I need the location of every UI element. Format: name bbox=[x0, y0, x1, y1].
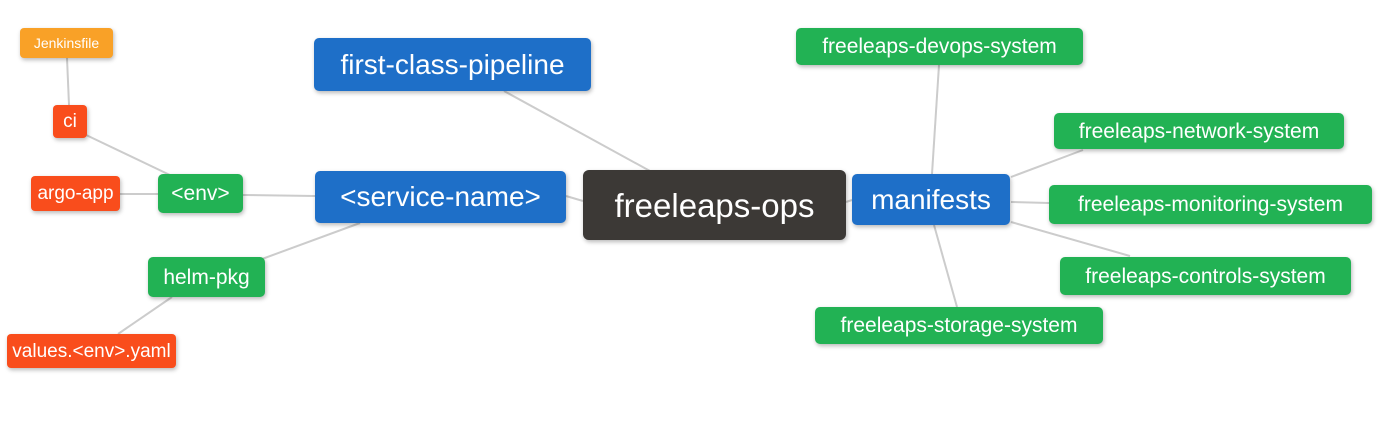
node-controls-system[interactable]: freeleaps-controls-system bbox=[1060, 257, 1351, 295]
node-jenkinsfile[interactable]: Jenkinsfile bbox=[20, 28, 113, 58]
edge-manifests-devops bbox=[931, 64, 940, 175]
edge-pipeline-root bbox=[503, 90, 651, 172]
node-service-name[interactable]: <service-name> bbox=[315, 171, 566, 223]
node-ci[interactable]: ci bbox=[53, 105, 87, 138]
edge-service-name-root bbox=[565, 195, 584, 202]
node-monitoring-system[interactable]: freeleaps-monitoring-system bbox=[1049, 185, 1372, 224]
edge-jenkinsfile-ci bbox=[66, 57, 70, 106]
edge-helm-pkg-values bbox=[117, 296, 173, 335]
edge-service-name-helm-pkg bbox=[261, 222, 361, 260]
edge-manifests-network bbox=[1010, 149, 1084, 178]
edge-manifests-storage bbox=[933, 224, 958, 308]
node-devops-system[interactable]: freeleaps-devops-system bbox=[796, 28, 1083, 65]
edge-manifests-controls bbox=[1010, 221, 1131, 257]
node-manifests[interactable]: manifests bbox=[852, 174, 1010, 225]
node-helm-pkg[interactable]: helm-pkg bbox=[148, 257, 265, 297]
edge-ci-env bbox=[83, 133, 173, 177]
node-env[interactable]: <env> bbox=[158, 174, 243, 213]
edge-root-manifests bbox=[845, 199, 853, 203]
node-root-freeleaps-ops[interactable]: freeleaps-ops bbox=[583, 170, 846, 240]
edge-manifests-monitoring bbox=[1010, 201, 1050, 204]
node-values-env-yaml[interactable]: values.<env>.yaml bbox=[7, 334, 176, 368]
node-network-system[interactable]: freeleaps-network-system bbox=[1054, 113, 1344, 149]
node-first-class-pipeline[interactable]: first-class-pipeline bbox=[314, 38, 591, 91]
edge-env-service-name bbox=[242, 194, 316, 197]
node-storage-system[interactable]: freeleaps-storage-system bbox=[815, 307, 1103, 344]
node-argo-app[interactable]: argo-app bbox=[31, 176, 120, 211]
